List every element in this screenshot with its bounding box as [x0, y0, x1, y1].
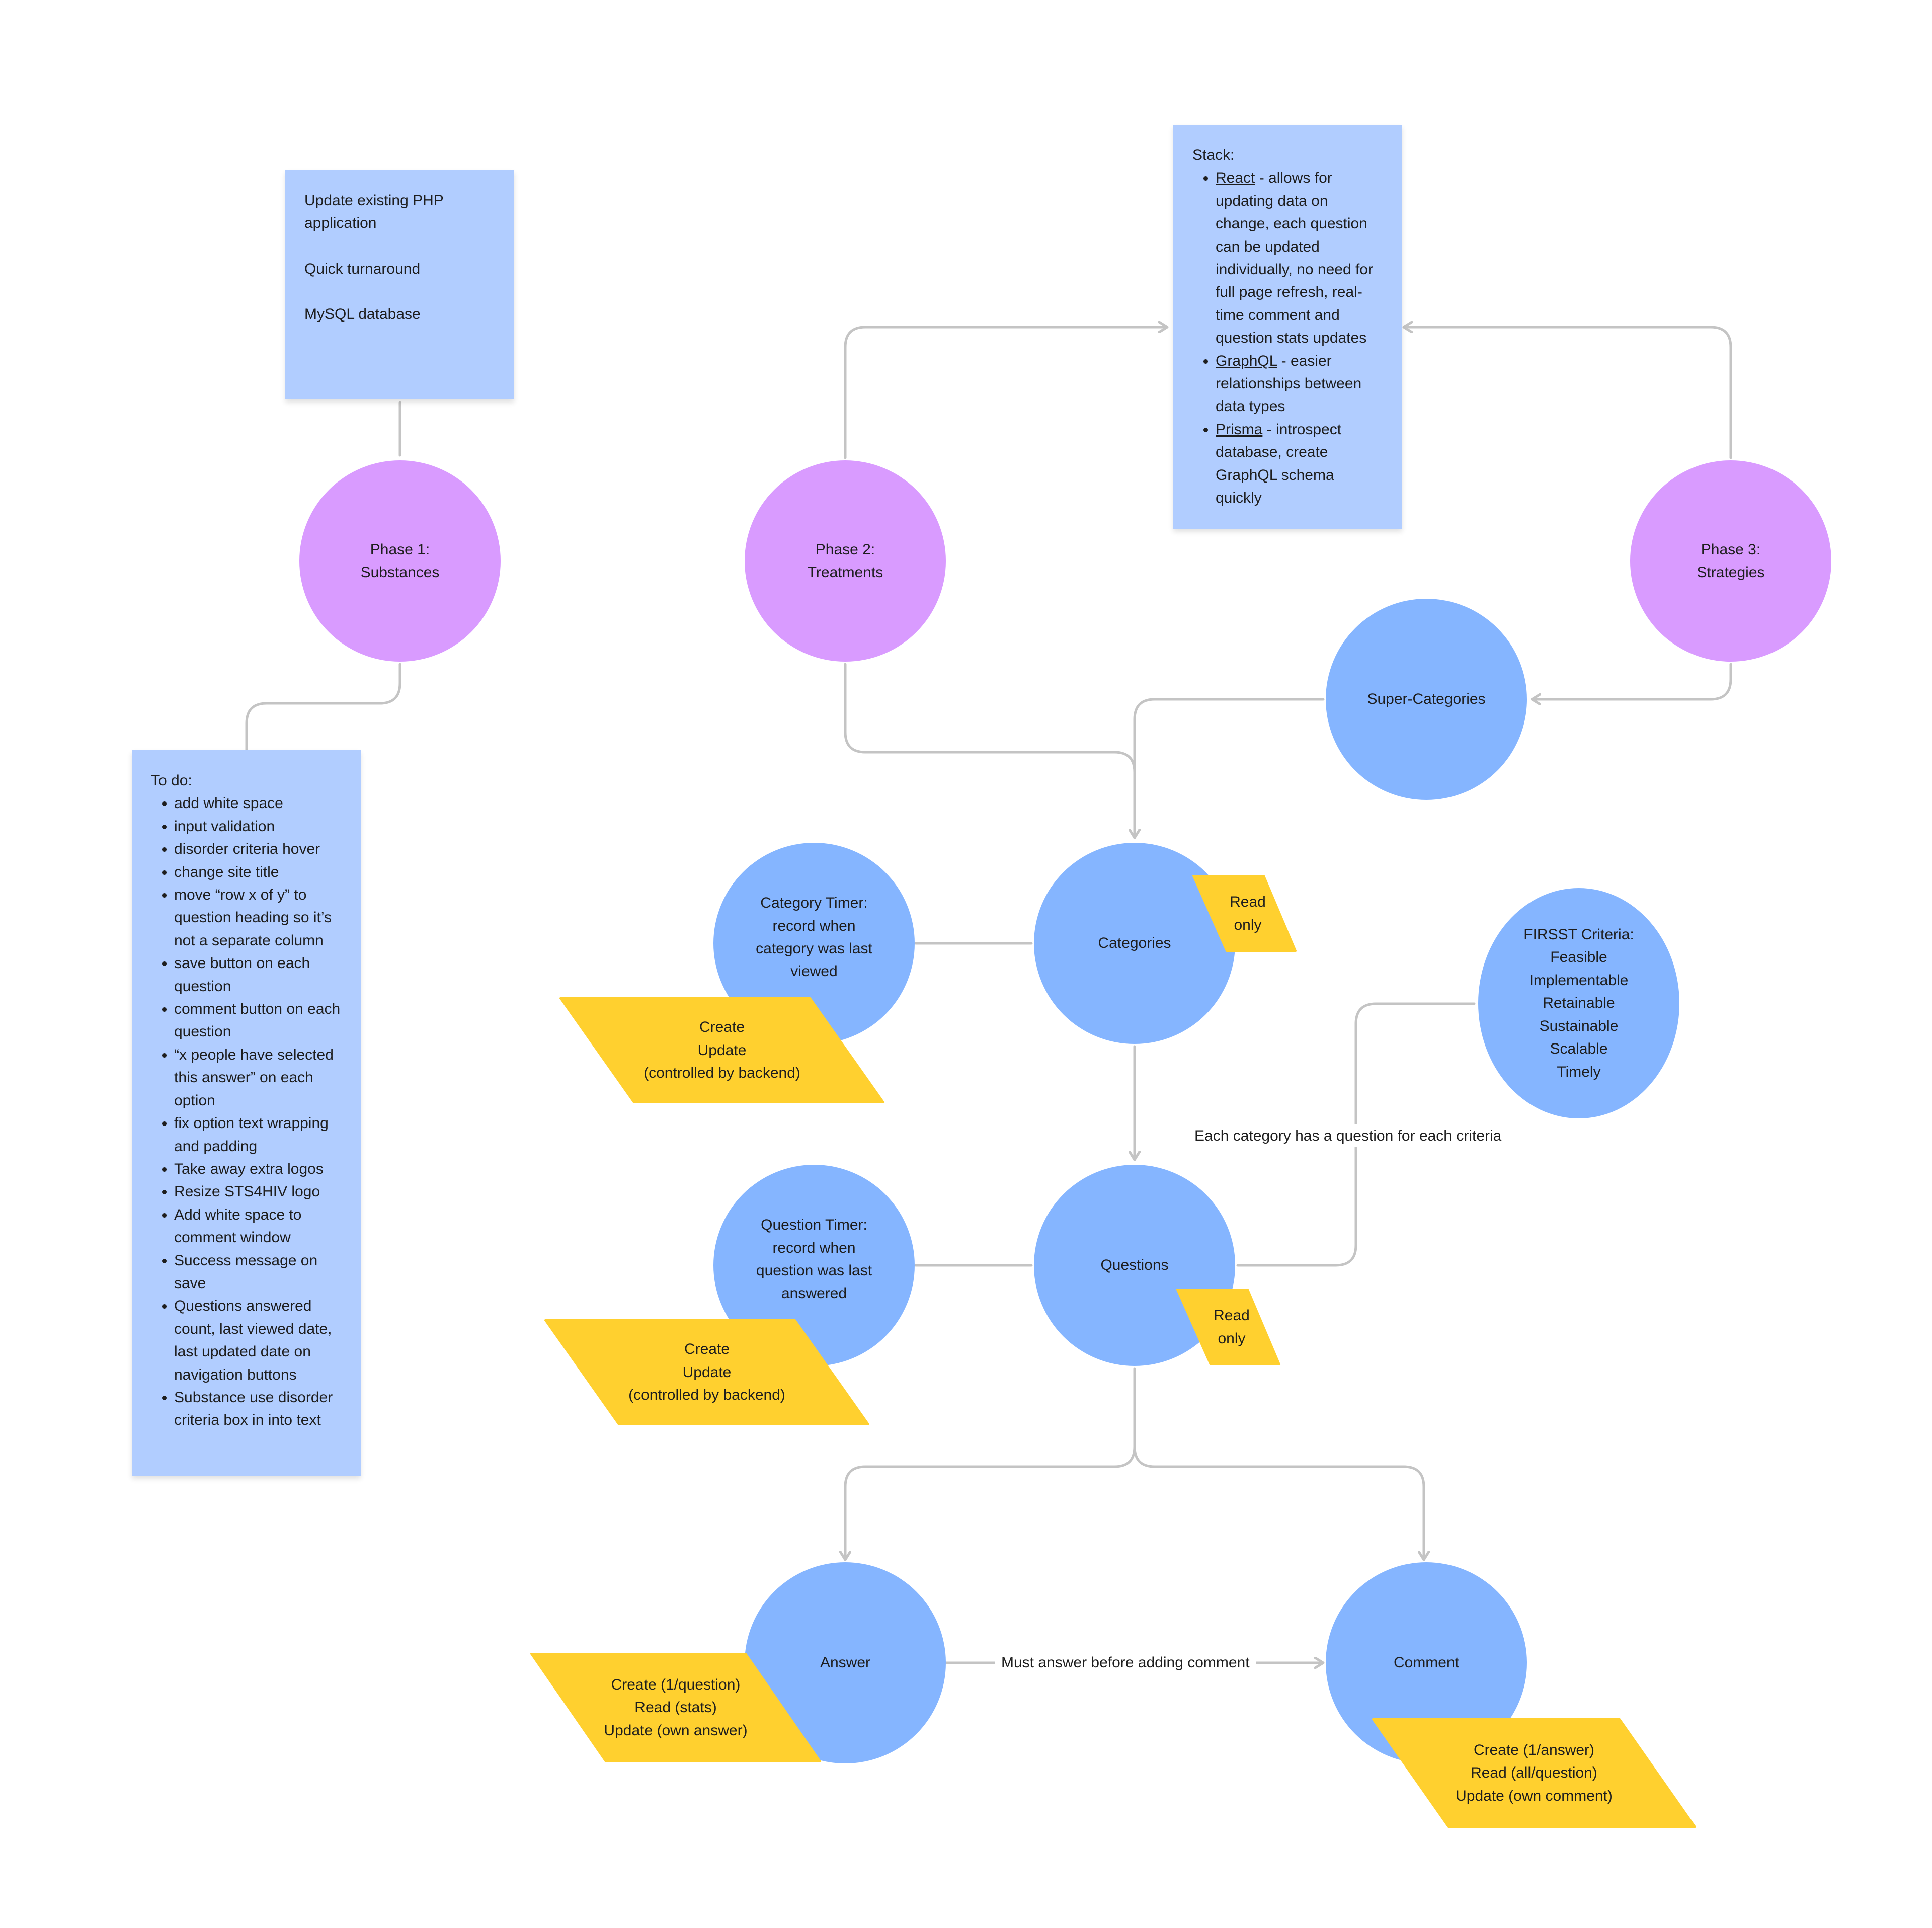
comment-label: Comment [1393, 1654, 1460, 1671]
phase2-node[interactable]: Phase 2: Treatments [745, 460, 946, 662]
phase3-label: Phase 3: Strategies [1697, 541, 1765, 581]
todo-list: add white space input validation disorde… [151, 792, 342, 1431]
each-category-label: Each category has a question for each cr… [1191, 1124, 1505, 1148]
category-timer-crud-tag: Create Update (controlled by backend) [558, 996, 886, 1104]
category-timer-label: Category Timer: record when category was… [756, 895, 872, 980]
phase1-note-line: MySQL database [304, 306, 421, 323]
todo-item: Success message on save [174, 1249, 342, 1295]
super-categories-label: Super-Categories [1367, 691, 1486, 708]
question-timer-crud-text: Create Update (controlled by backend) [628, 1341, 785, 1404]
todo-item: fix option text wrapping and padding [174, 1112, 342, 1158]
todo-item: move “row x of y” to question heading so… [174, 883, 342, 952]
stack-term: GraphQL [1216, 352, 1277, 369]
connector-supercategories-categories [1133, 698, 1325, 839]
todo-item: save button on each question [174, 952, 342, 998]
stack-title: Stack: [1192, 147, 1235, 164]
phase1-label: Phase 1: Substances [360, 541, 440, 581]
questions-label: Questions [1100, 1257, 1169, 1274]
phase1-note-line: Quick turnaround [304, 260, 421, 277]
stack-desc: - allows for updating data on change, ea… [1216, 170, 1373, 347]
todo-title: To do: [151, 772, 192, 789]
firsst-criteria-label: FIRSST Criteria: Feasible Implementable … [1523, 926, 1634, 1080]
stack-note: Stack: React - allows for updating data … [1173, 125, 1402, 529]
todo-item: “x people have selected this answer” on … [174, 1043, 342, 1112]
question-timer-crud-tag: Create Update (controlled by backend) [543, 1318, 870, 1426]
answer-crud-text: Create (1/question) Read (stats) Update … [604, 1676, 748, 1739]
todo-item: add white space [174, 792, 342, 815]
connector-phase3-stack [1402, 327, 1732, 459]
stack-term: React [1216, 170, 1255, 187]
phase1-node[interactable]: Phase 1: Substances [299, 460, 501, 662]
answer-crud-tag: Create (1/question) Read (stats) Update … [529, 1652, 822, 1763]
super-categories-node[interactable]: Super-Categories [1326, 599, 1527, 800]
todo-item: Resize STS4HIV logo [174, 1180, 342, 1203]
categories-read-only-text: Read only [1230, 894, 1266, 933]
question-timer-label: Question Timer: record when question was… [756, 1217, 872, 1302]
category-timer-crud-text: Create Update (controlled by backend) [643, 1019, 800, 1082]
todo-item: comment button on each question [174, 998, 342, 1043]
stack-item: React - allows for updating data on chan… [1216, 167, 1383, 349]
answer-label: Answer [820, 1654, 871, 1671]
stack-desc: - easier relationships between data type… [1216, 352, 1362, 415]
connector-questions-answer [845, 1367, 1136, 1561]
must-answer-label: Must answer before adding comment [995, 1651, 1256, 1674]
questions-read-only-tag: Read only [1172, 1288, 1281, 1366]
connector-phase1-todo [245, 663, 401, 751]
categories-read-only-tag: Read only [1188, 874, 1297, 952]
phase1-note-line: Update existing PHP application [304, 192, 444, 232]
stack-item: Prisma - introspect database, create Gra… [1216, 418, 1383, 510]
todo-note: To do: add white space input validation … [132, 750, 361, 1476]
phase3-node[interactable]: Phase 3: Strategies [1630, 460, 1831, 662]
comment-crud-text: Create (1/answer) Read (all/question) Up… [1456, 1741, 1613, 1804]
todo-item: Substance use disorder criteria box in i… [174, 1386, 342, 1432]
comment-crud-tag: Create (1/answer) Read (all/question) Up… [1371, 1717, 1697, 1829]
todo-item: change site title [174, 861, 342, 883]
connector-phase2-stack [844, 327, 1169, 459]
todo-item: input validation [174, 815, 342, 838]
todo-item: Add white space to comment window [174, 1203, 342, 1249]
stack-term: Prisma [1216, 421, 1263, 438]
stack-desc: - introspect database, create GraphQL sc… [1216, 421, 1342, 507]
questions-read-only-text: Read only [1214, 1307, 1250, 1347]
firsst-criteria-node[interactable]: FIRSST Criteria: Feasible Implementable … [1478, 888, 1679, 1118]
stack-item: GraphQL - easier relationships between d… [1216, 350, 1383, 418]
todo-item: Questions answered count, last viewed da… [174, 1295, 342, 1386]
categories-label: Categories [1098, 935, 1171, 952]
connector-questions-comment [1133, 1445, 1424, 1561]
todo-item: disorder criteria hover [174, 838, 342, 860]
connector-phase3-supercategories [1531, 663, 1732, 699]
phase2-label: Phase 2: Treatments [807, 541, 883, 581]
phase1-note: Update existing PHP application Quick tu… [285, 170, 514, 399]
todo-item: Take away extra logos [174, 1158, 342, 1180]
connector-phase2-categories [844, 663, 1135, 839]
stack-list: React - allows for updating data on chan… [1192, 167, 1383, 509]
